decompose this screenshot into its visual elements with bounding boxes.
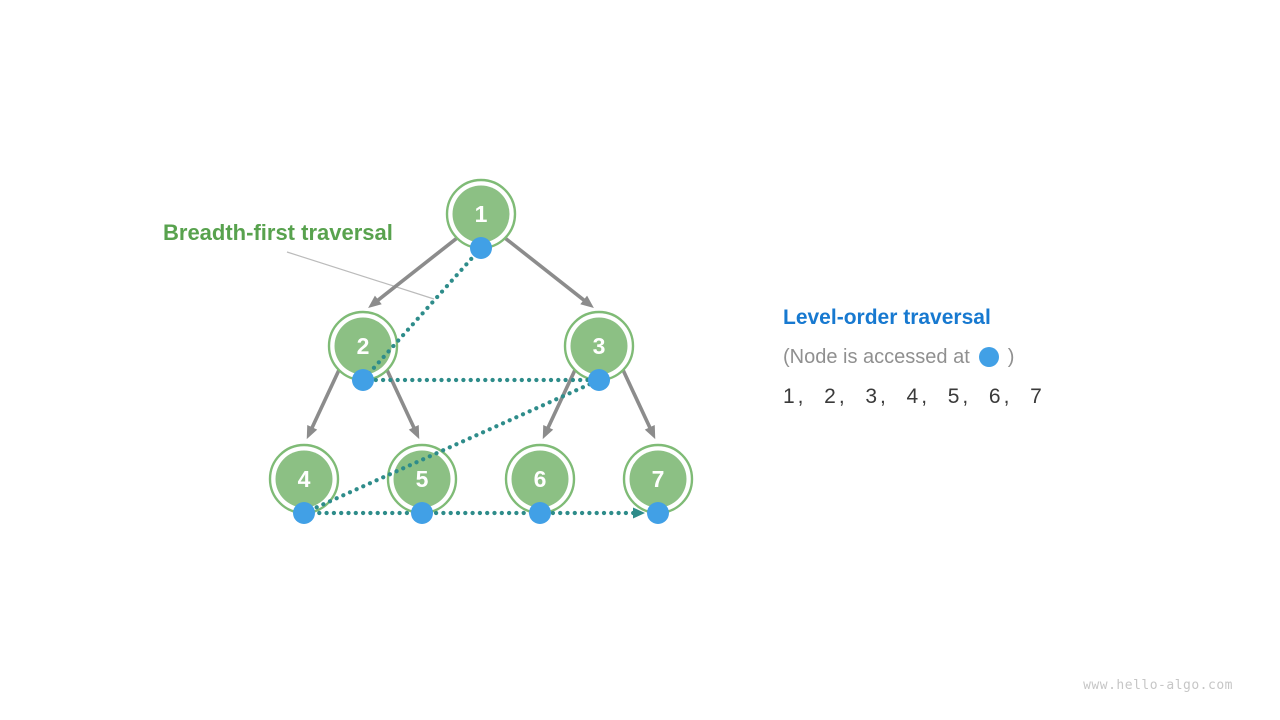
tree-edge-3-6 bbox=[542, 369, 577, 440]
access-dot-2 bbox=[352, 369, 374, 391]
level-order-title: Level-order traversal bbox=[783, 306, 991, 329]
access-dot-5 bbox=[411, 502, 433, 524]
edge-arrowhead-icon bbox=[306, 425, 318, 440]
access-dot-3 bbox=[588, 369, 610, 391]
access-note-suffix: ) bbox=[1007, 346, 1015, 368]
node-value: 7 bbox=[652, 466, 665, 492]
edge-arrowhead-icon bbox=[644, 425, 656, 440]
edge-arrowhead-icon bbox=[408, 425, 420, 440]
label-leader-line bbox=[286, 251, 435, 300]
access-dot-6 bbox=[529, 502, 551, 524]
access-dot-icon bbox=[978, 347, 999, 367]
breadth-first-traversal-label: Breadth-first traversal bbox=[163, 220, 393, 245]
tree-edge-1-3 bbox=[503, 236, 594, 308]
watermark: www.hello-algo.com bbox=[1083, 678, 1233, 693]
access-note-prefix: (Node is accessed at bbox=[783, 346, 970, 368]
node-value: 6 bbox=[534, 466, 547, 492]
tree-node-3: 3 bbox=[563, 310, 635, 382]
tree-node-1: 1 bbox=[445, 178, 517, 250]
edge-arrowhead-icon bbox=[580, 295, 594, 308]
node-value: 4 bbox=[298, 466, 311, 492]
access-dot-1 bbox=[470, 237, 492, 259]
legend-panel: Level-order traversal (Node is accessed … bbox=[783, 306, 1045, 410]
tree-node-4: 4 bbox=[268, 443, 340, 515]
node-value: 2 bbox=[357, 333, 370, 359]
node-value: 1 bbox=[475, 201, 488, 227]
node-value: 5 bbox=[416, 466, 429, 492]
tree-edge-3-7 bbox=[621, 369, 656, 440]
node-value: 3 bbox=[593, 333, 606, 359]
access-dot-4 bbox=[293, 502, 315, 524]
edge-arrowhead-icon bbox=[542, 425, 554, 440]
traversal-arrowhead-icon bbox=[633, 507, 645, 519]
access-note: (Node is accessed at ) bbox=[783, 345, 1045, 369]
tree-edge-1-2 bbox=[368, 236, 459, 308]
edge-arrowhead-icon bbox=[368, 295, 382, 308]
access-dot-7 bbox=[647, 502, 669, 524]
tree-node-7: 7 bbox=[622, 443, 694, 515]
traversal-sequence: 1, 2, 3, 4, 5, 6, 7 bbox=[783, 385, 1045, 408]
tree-node-5: 5 bbox=[386, 443, 458, 515]
tree-edge-2-4 bbox=[306, 369, 341, 440]
